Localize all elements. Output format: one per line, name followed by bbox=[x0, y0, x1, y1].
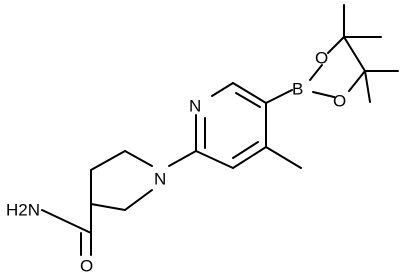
atom-label-o-upper: O bbox=[315, 49, 328, 68]
bond-pyr-3b bbox=[235, 92, 261, 108]
bond-pip-4 bbox=[124, 189, 153, 211]
bond-me-4 bbox=[364, 70, 371, 103]
bond-pip-3 bbox=[124, 150, 153, 167]
bond-pip-5 bbox=[90, 203, 126, 211]
bond-c-o-lower bbox=[348, 70, 366, 92]
bond-o-c-upper bbox=[327, 36, 345, 54]
bond-c-c-ring bbox=[343, 36, 366, 72]
atom-label-o-lower: O bbox=[333, 92, 346, 111]
atom-label-amide-o: O bbox=[80, 257, 93, 276]
atom-label-pyridine-n: N bbox=[189, 97, 201, 116]
atom-label-piperidine-n: N bbox=[154, 170, 166, 189]
bond-pyr-5b bbox=[232, 141, 259, 159]
bond-amide-c-n bbox=[41, 209, 92, 234]
bond-pip-2 bbox=[90, 150, 126, 171]
bond-lines bbox=[41, 4, 399, 256]
bond-pyr-6 bbox=[195, 150, 234, 169]
atom-labels: H2N O N N B O O bbox=[6, 49, 346, 276]
bond-pip-pyr bbox=[168, 150, 197, 167]
bond-methyl bbox=[265, 146, 302, 169]
atom-label-boron: B bbox=[292, 80, 303, 99]
bond-pyr-3 bbox=[232, 82, 267, 104]
bond-pyr-5 bbox=[232, 146, 267, 169]
bond-b-o-upper bbox=[309, 64, 323, 81]
bond-pyr-2 bbox=[211, 82, 234, 97]
atom-label-h2n: H2N bbox=[6, 201, 40, 220]
bond-pyr-b bbox=[265, 89, 293, 104]
bond-o-b-lower bbox=[312, 91, 335, 98]
